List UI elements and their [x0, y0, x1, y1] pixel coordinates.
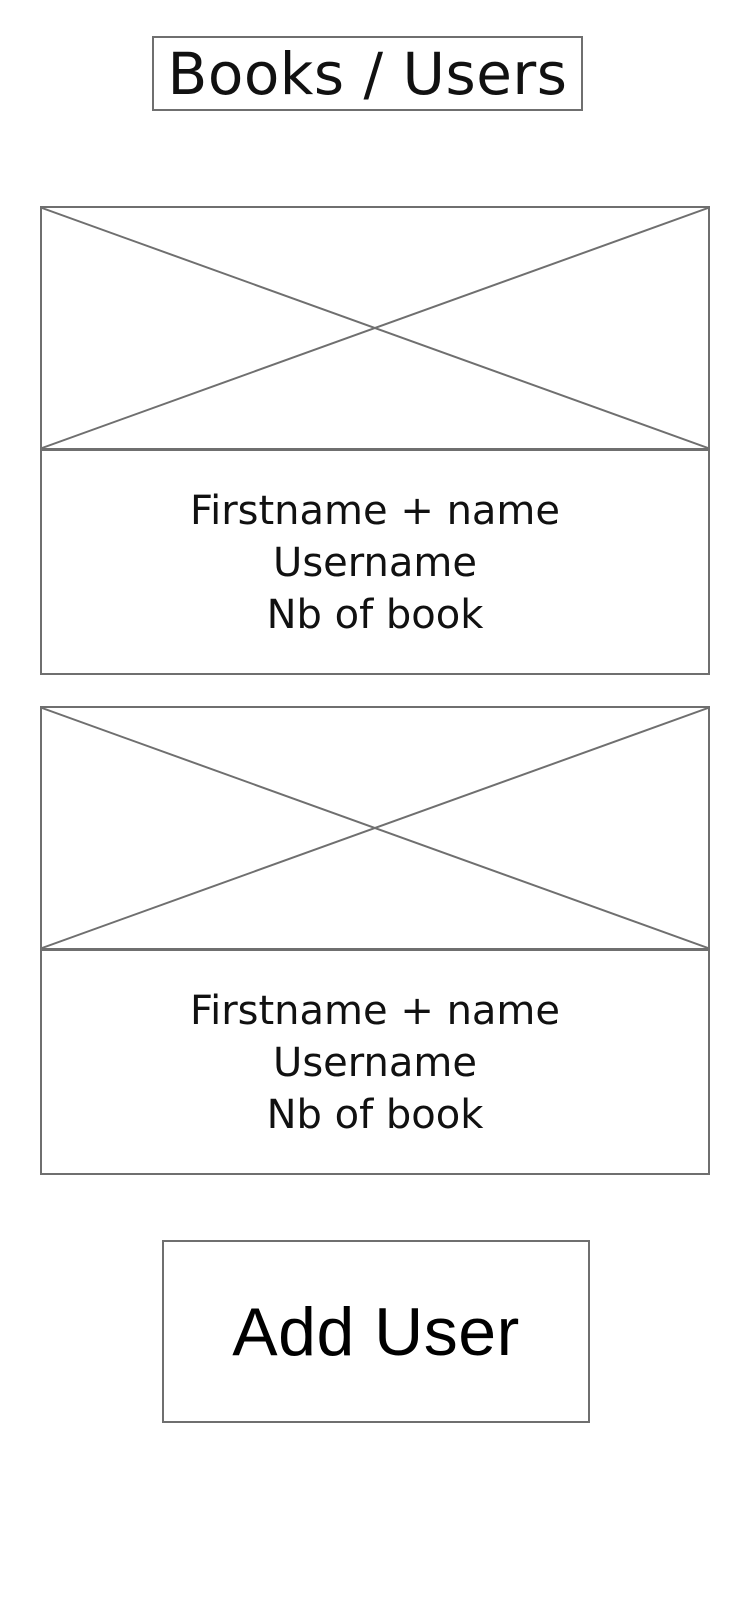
- user-book-count: Nb of book: [266, 1092, 484, 1138]
- user-card[interactable]: Firstname + name Username Nb of book: [40, 206, 710, 675]
- page-title: Books / Users: [152, 36, 583, 111]
- user-fullname: Firstname + name: [190, 988, 560, 1034]
- image-placeholder: [42, 208, 708, 451]
- user-card[interactable]: Firstname + name Username Nb of book: [40, 706, 710, 1175]
- user-fullname: Firstname + name: [190, 488, 560, 534]
- image-placeholder-icon: [42, 208, 708, 448]
- image-placeholder-icon: [42, 708, 708, 948]
- add-user-button[interactable]: Add User: [162, 1240, 590, 1423]
- user-book-count: Nb of book: [266, 592, 484, 638]
- user-username: Username: [273, 540, 477, 586]
- user-info: Firstname + name Username Nb of book: [42, 951, 708, 1175]
- image-placeholder: [42, 708, 708, 951]
- user-info: Firstname + name Username Nb of book: [42, 451, 708, 675]
- user-username: Username: [273, 1040, 477, 1086]
